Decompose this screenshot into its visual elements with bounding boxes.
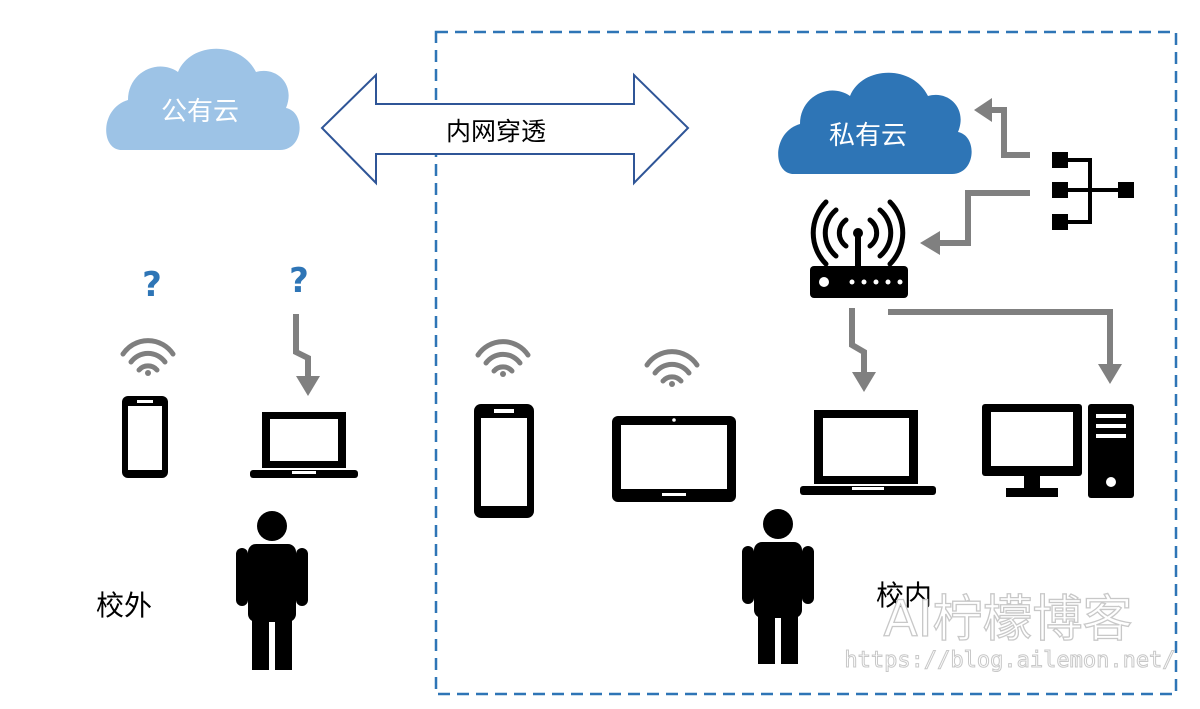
zone-outside-label: 校外 (96, 589, 152, 622)
watermark-url: https://blog.ailemon.net/ (844, 648, 1175, 673)
pc-tower-icon (1088, 404, 1134, 498)
question-mark-icon: ? (142, 265, 162, 305)
connector-switch-to-router (920, 190, 1030, 255)
person-icon (236, 511, 308, 670)
wifi-icon (120, 338, 176, 373)
connector-outside-to-laptop (293, 314, 320, 396)
campus-boundary (434, 30, 1178, 696)
double-arrow-icon (320, 72, 690, 186)
private-cloud-icon (778, 72, 972, 174)
connector-switch-to-private-cloud (974, 98, 1030, 158)
desktop-icon (982, 404, 1082, 497)
router-icon (810, 199, 908, 298)
connector-router-to-desktop (888, 309, 1122, 384)
private-cloud: 私有云 (778, 72, 972, 174)
wifi-icon (644, 349, 700, 384)
public-cloud-label: 公有云 (161, 97, 239, 127)
network-switch-icon (1052, 152, 1134, 230)
tablet-icon (612, 416, 736, 502)
public-cloud: 公有云 (106, 48, 300, 150)
question-mark-icon: ? (289, 261, 309, 301)
watermark-title: AI柠檬博客 (884, 590, 1133, 648)
wifi-icon (475, 339, 531, 374)
phone-icon (474, 404, 534, 518)
tunnel-label: 内网穿透 (446, 117, 546, 146)
person-icon (742, 509, 814, 664)
laptop-icon (250, 412, 358, 478)
zone-inside-label: 校内 (876, 579, 932, 612)
laptop-icon (800, 410, 936, 495)
public-cloud-icon (106, 48, 300, 150)
connector-router-to-laptop (849, 308, 876, 392)
phone-icon (122, 396, 168, 478)
tunnel-double-arrow: 内网穿透 (320, 72, 690, 186)
private-cloud-label: 私有云 (829, 121, 907, 151)
